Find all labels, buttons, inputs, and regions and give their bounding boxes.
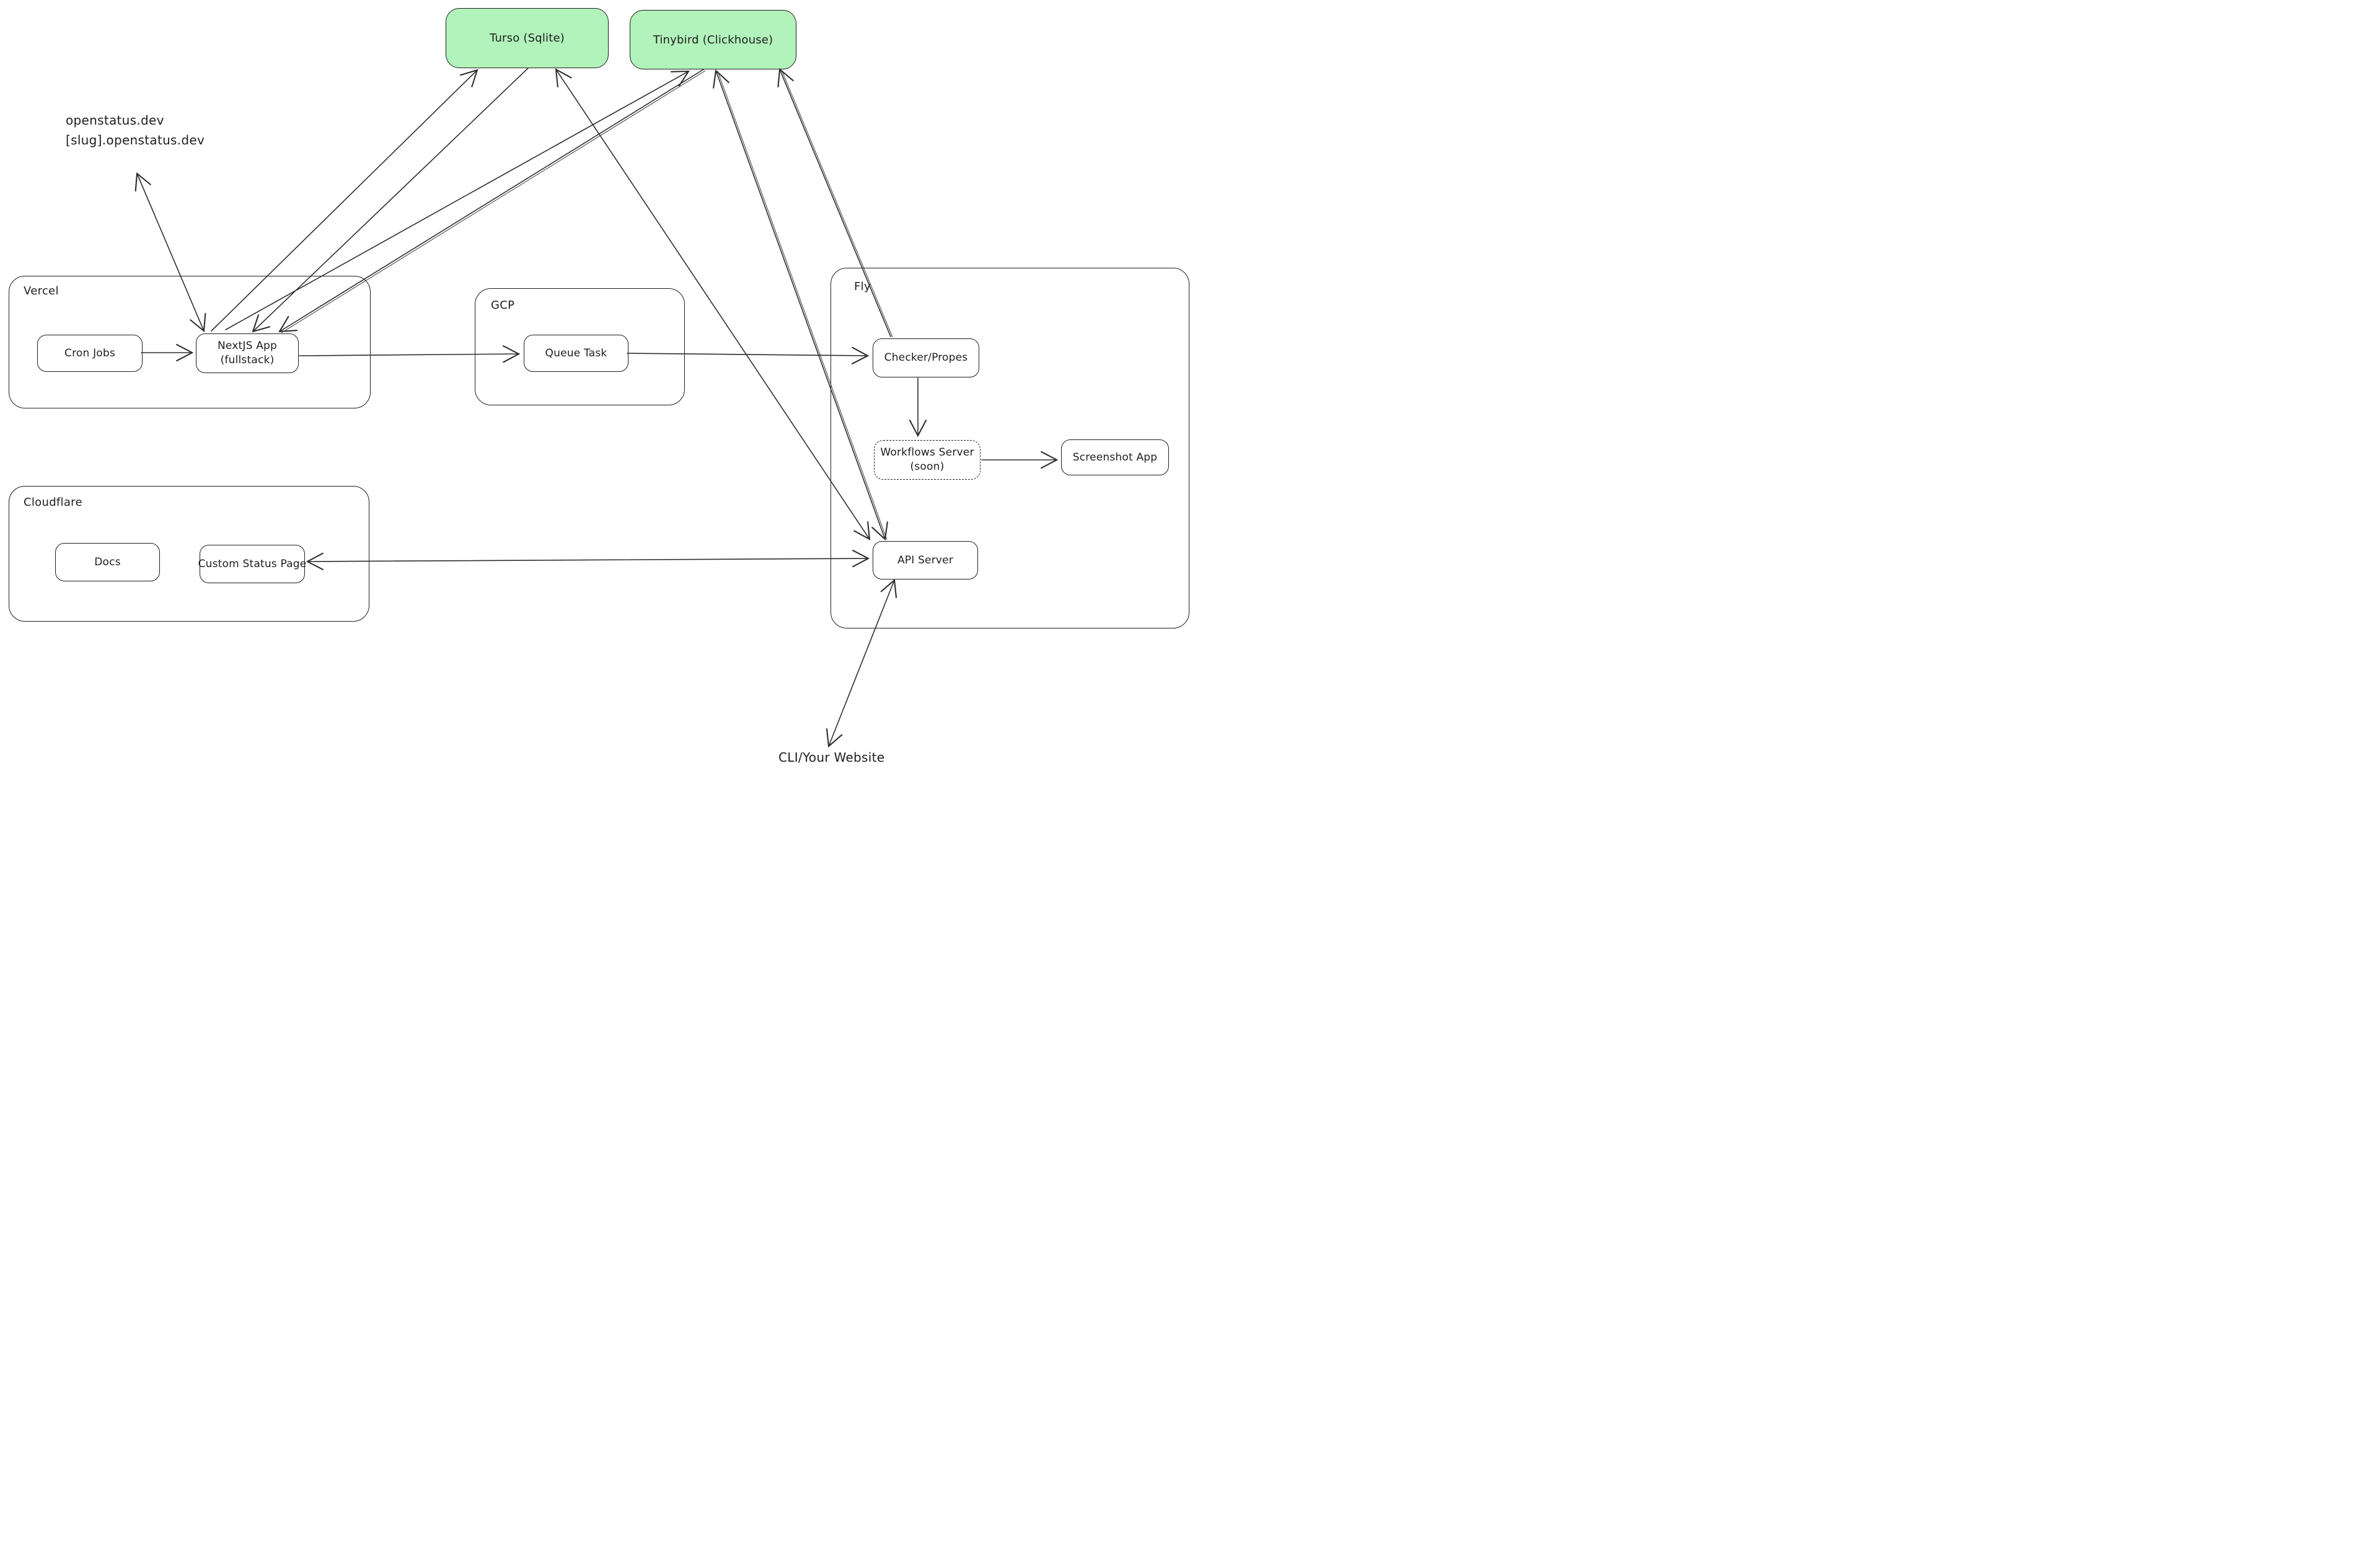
node-nextjs-app-label-line1: NextJS App [217,340,278,352]
text-cli-your-website-label: CLI/Your Website [778,750,885,765]
arrow-api-to-tinybird-sketch-twin [717,71,888,540]
node-turso-sqlite[interactable]: Turso (Sqlite) [446,8,609,68]
cloudflare-container-label: Cloudflare [24,496,82,509]
arrow-nextjs-to-turso[interactable] [211,69,478,332]
node-workflows-server-label-line2: (soon) [910,461,945,473]
node-api-server-label: API Server [897,553,954,566]
text-openstatus-domains-line1: openstatus.dev [66,113,164,128]
node-workflows-server[interactable]: Workflows Server (soon) [874,440,981,480]
node-docs-label: Docs [94,555,121,568]
node-nextjs-app-label-line2: (fullstack) [220,354,275,366]
node-custom-status-page[interactable]: Custom Status Page [198,545,307,583]
arrow-tinybird-to-nextjs-sketch-twin [281,70,706,333]
text-cli-your-website[interactable]: CLI/Your Website [778,747,884,767]
node-screenshot-app-label: Screenshot App [1072,451,1158,464]
node-docs[interactable]: Docs [55,543,160,581]
architecture-diagram-canvas: Vercel GCP Fly Cloudflare Turso (Sqlite)… [0,0,1190,774]
node-nextjs-app[interactable]: NextJS App (fullstack) [196,333,299,373]
node-workflows-server-label-line1: Workflows Server [880,446,974,459]
arrow-queue-to-checker[interactable] [627,346,870,364]
arrow-api-to-custom-status[interactable] [306,550,870,570]
arrow-nextjs-to-queue[interactable] [299,345,521,363]
node-api-server[interactable]: API Server [873,541,978,580]
node-screenshot-app[interactable]: Screenshot App [1061,439,1169,475]
arrow-nextjs-to-tinybird[interactable] [225,70,690,330]
arrow-api-to-cli[interactable] [826,578,897,748]
node-checker-propes[interactable]: Checker/Propes [873,338,979,377]
arrow-layer [134,68,1059,748]
arrow-checker-to-tinybird[interactable] [777,68,891,337]
node-cron-jobs[interactable]: Cron Jobs [37,335,143,372]
arrow-checker-to-tinybird-sketch-twin [781,69,893,338]
node-tinybird-clickhouse[interactable]: Tinybird (Clickhouse) [630,10,796,69]
text-openstatus-domains[interactable]: openstatus.dev [slug].openstatus.dev [66,110,205,150]
vercel-container-label: Vercel [24,284,59,298]
text-openstatus-domains-line2: [slug].openstatus.dev [66,133,205,148]
node-checker-propes-label: Checker/Propes [884,351,968,364]
arrow-api-to-tinybird[interactable] [713,69,888,541]
arrow-nextjs-to-domains[interactable] [134,172,206,333]
node-tinybird-clickhouse-label: Tinybird (Clickhouse) [653,33,774,46]
node-cron-jobs-label: Cron Jobs [64,346,115,359]
arrow-tinybird-to-nextjs[interactable] [278,69,704,333]
arrow-turso-to-nextjs[interactable] [252,68,529,333]
node-custom-status-page-label: Custom Status Page [198,557,307,570]
arrow-api-to-turso[interactable] [555,68,871,540]
node-turso-sqlite-label: Turso (Sqlite) [489,32,565,45]
gcp-container-label: GCP [491,299,515,312]
